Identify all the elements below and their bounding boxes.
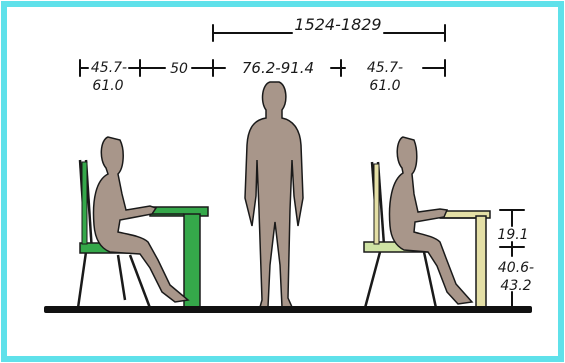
right-zone-label-line1: 45.7- xyxy=(367,60,403,76)
overall-span-label: 1524-1829 xyxy=(294,15,381,34)
left-seated-person xyxy=(92,136,190,303)
left-zone-label-line2: 61.0 xyxy=(92,78,123,94)
vertical-dimension-lines xyxy=(499,209,525,309)
circulation-zone-label: 76.2-91.4 xyxy=(242,59,314,77)
zone-dimension-line xyxy=(79,59,446,77)
seat-height-label-line1: 40.6- xyxy=(498,260,534,276)
gap-zone-label: 50 xyxy=(170,61,188,77)
left-zone-label-line1: 45.7- xyxy=(91,60,127,76)
right-chair-back xyxy=(373,163,380,245)
left-desk xyxy=(149,206,209,309)
overall-dimension-line xyxy=(212,24,446,42)
right-zone-label-line2: 61.0 xyxy=(369,78,400,94)
seat-height-label-line2: 43.2 xyxy=(500,278,531,294)
floor-line xyxy=(44,306,532,313)
desk-clearance-label: 19.1 xyxy=(497,227,528,243)
standing-person xyxy=(244,81,304,308)
right-seated-person xyxy=(388,136,474,305)
left-chair-back xyxy=(81,161,88,245)
